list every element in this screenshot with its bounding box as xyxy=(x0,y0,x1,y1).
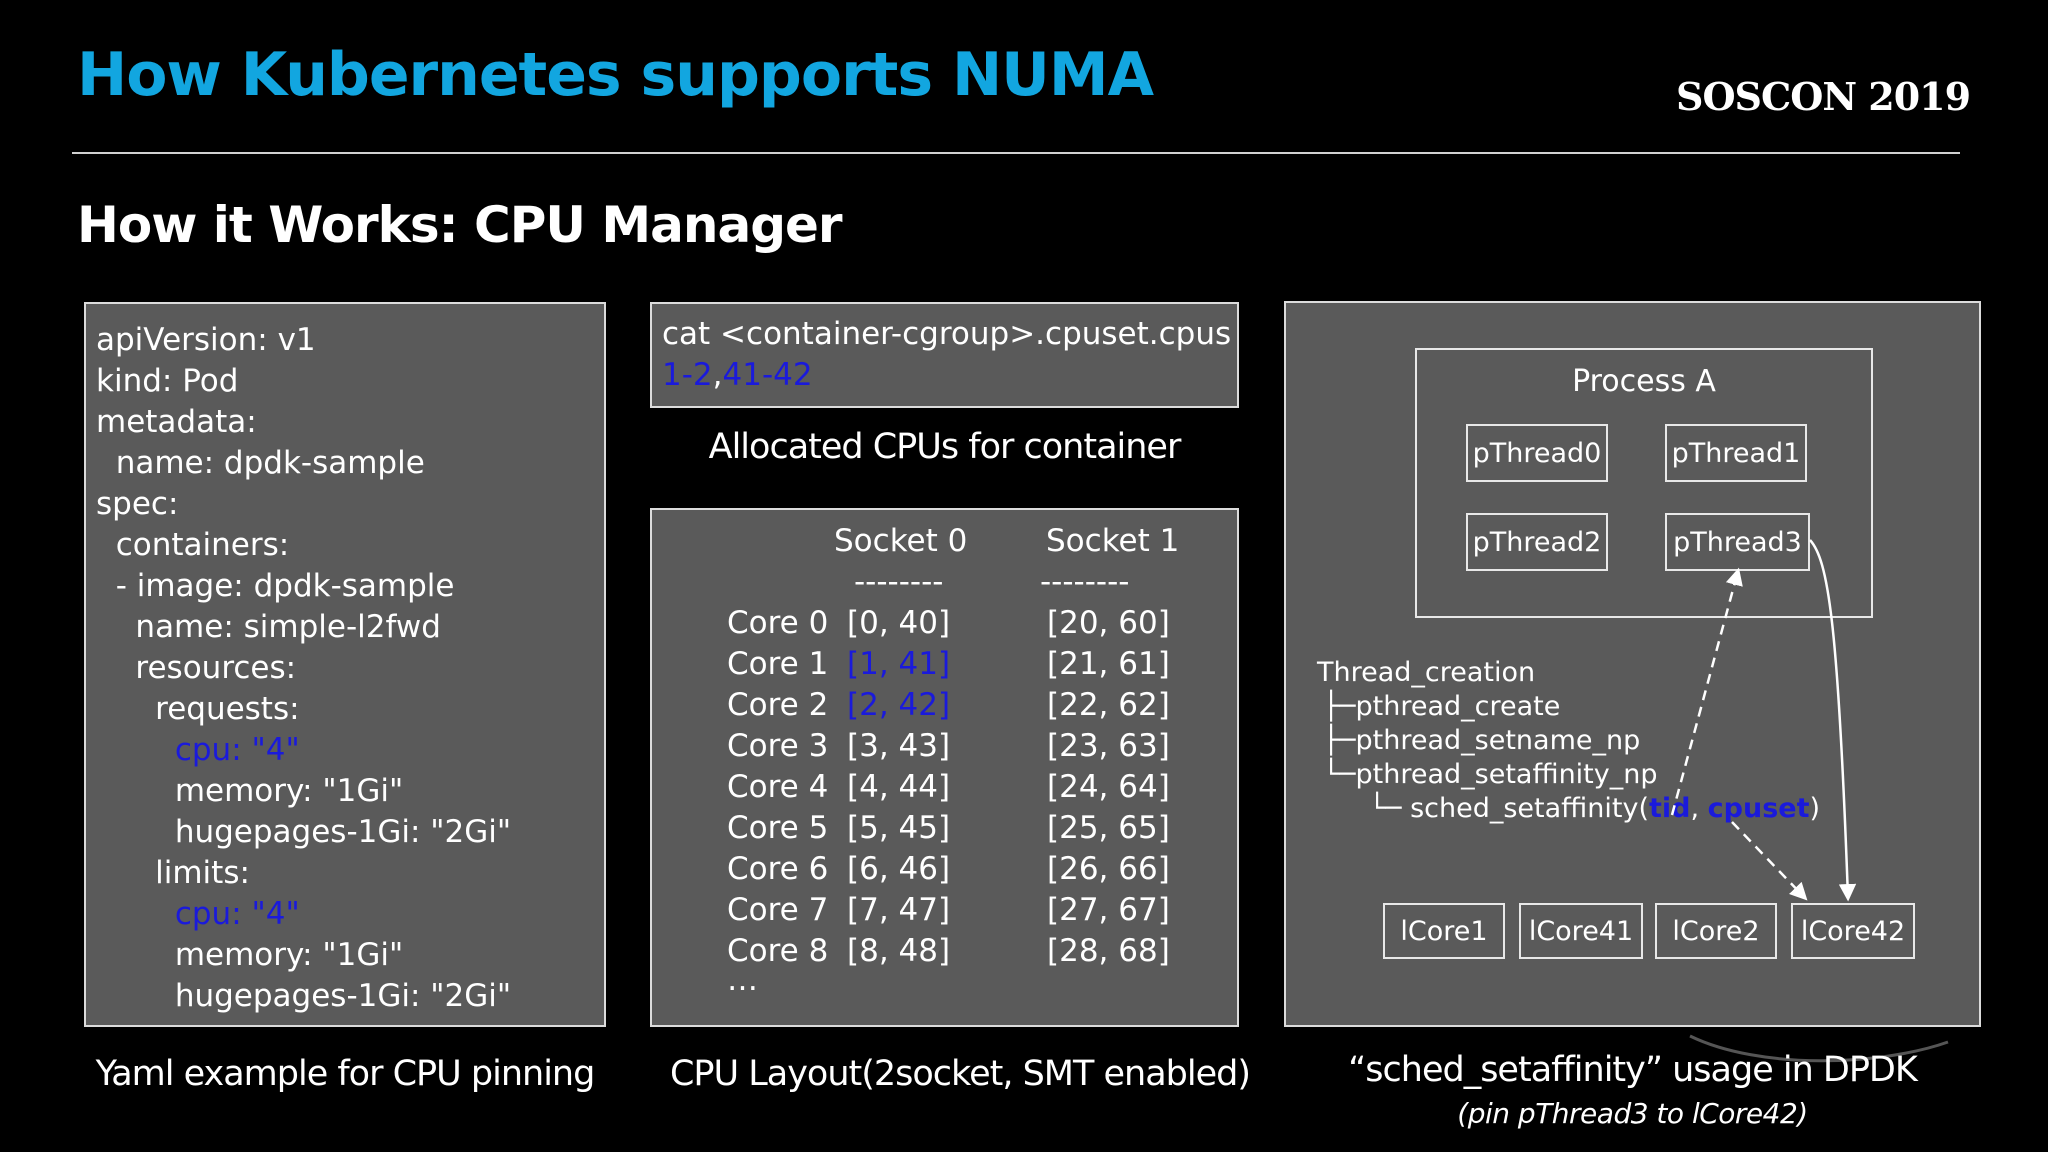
yaml-line: name: dpdk-sample xyxy=(96,445,425,481)
socket1-cpus: [21, 61] xyxy=(1047,646,1170,682)
socket0-cpus: [6, 46] xyxy=(847,851,951,887)
yaml-line: kind: Pod xyxy=(96,363,239,399)
core-box-3: lCore42 xyxy=(1791,903,1915,959)
socket0-cpus: [4, 44] xyxy=(847,769,951,805)
cpuset-command: cat <container-cgroup>.cpuset.cpus xyxy=(662,316,1232,352)
yaml-line: apiVersion: v1 xyxy=(96,322,316,358)
cpu-layout-panel: Socket 0 Socket 1 -------- -------- Core… xyxy=(650,508,1239,1027)
yaml-line: hugepages-1Gi: "2Gi" xyxy=(96,978,512,1014)
call-comma: , xyxy=(1690,793,1708,824)
yaml-line: cpu: "4" xyxy=(96,896,300,932)
dashed-arrow-to-core xyxy=(1731,821,1808,901)
socket1-cpus: [22, 62] xyxy=(1047,687,1170,723)
slide-subtitle: How it Works: CPU Manager xyxy=(77,196,843,254)
process-box: Process A xyxy=(1415,348,1873,618)
thread-box-0: pThread0 xyxy=(1466,424,1608,482)
core-box-1: lCore41 xyxy=(1519,903,1643,959)
tree-item-setname: ├─pthread_setname_np xyxy=(1323,725,1641,756)
socket1-cpus: [28, 68] xyxy=(1047,933,1170,969)
tree-item-create: ├─pthread_create xyxy=(1323,691,1561,722)
socket0-cpus: [8, 48] xyxy=(847,933,951,969)
call-prefix: └─ sched_setaffinity( xyxy=(1369,793,1649,824)
thread-box-2: pThread2 xyxy=(1466,513,1608,571)
socket0-cpus: [3, 43] xyxy=(847,728,951,764)
call-suffix: ) xyxy=(1809,793,1821,824)
core-label: Core 5 xyxy=(727,810,829,846)
yaml-line: limits: xyxy=(96,855,250,891)
socket1-cpus: [24, 64] xyxy=(1047,769,1170,805)
tree-root: Thread_creation xyxy=(1317,657,1536,688)
yaml-caption: Yaml example for CPU pinning xyxy=(95,1054,596,1094)
core-box-0: lCore1 xyxy=(1383,903,1505,959)
yaml-line: containers: xyxy=(96,527,290,563)
socket0-divider: -------- xyxy=(854,564,944,600)
core-label: Core 2 xyxy=(727,687,829,723)
cpuset-caption: Allocated CPUs for container xyxy=(708,427,1182,467)
core-label: Core 4 xyxy=(727,769,829,805)
socket1-cpus: [20, 60] xyxy=(1047,605,1170,641)
call-arg-tid: tid xyxy=(1649,793,1691,824)
socket0-cpus: [1, 41] xyxy=(847,646,951,682)
socket1-cpus: [23, 63] xyxy=(1047,728,1170,764)
yaml-line: cpu: "4" xyxy=(96,732,300,768)
core-label: Core 6 xyxy=(727,851,829,887)
yaml-line: name: simple-l2fwd xyxy=(96,609,441,645)
yaml-line: resources: xyxy=(96,650,297,686)
yaml-panel: apiVersion: v1 kind: Pod metadata: name: d… xyxy=(84,302,606,1027)
yaml-line: metadata: xyxy=(96,404,257,440)
yaml-line: memory: "1Gi" xyxy=(96,937,404,973)
yaml-line: requests: xyxy=(96,691,300,727)
cpuset-range-1: 1-2 xyxy=(662,357,713,393)
socket0-header: Socket 0 xyxy=(834,523,968,559)
socket1-cpus: [25, 65] xyxy=(1047,810,1170,846)
dpdk-caption: “sched_setaffinity” usage in DPDK xyxy=(1348,1050,1918,1090)
cpuset-panel: cat <container-cgroup>.cpuset.cpus 1-2,4… xyxy=(650,302,1239,408)
yaml-line: memory: "1Gi" xyxy=(96,773,404,809)
cpuset-separator: , xyxy=(712,357,723,393)
socket0-cpus: [2, 42] xyxy=(847,687,951,723)
yaml-line: hugepages-1Gi: "2Gi" xyxy=(96,814,512,850)
dpdk-subcaption: (pin pThread3 to lCore42) xyxy=(1457,1097,1808,1130)
core-label: Core 1 xyxy=(727,646,829,682)
socket1-divider: -------- xyxy=(1040,564,1130,600)
core-label: Core 8 xyxy=(727,933,829,969)
thread-box-1: pThread1 xyxy=(1665,424,1807,482)
slide-title: How Kubernetes supports NUMA xyxy=(77,40,1154,110)
socket0-cpus: [7, 47] xyxy=(847,892,951,928)
solid-arrow-thread-to-core xyxy=(1809,539,1857,902)
cpuset-range-2: 41-42 xyxy=(722,357,813,393)
thread-box-3: pThread3 xyxy=(1665,513,1810,571)
dashed-arrow-to-thread xyxy=(1670,567,1743,816)
core-label: Core 3 xyxy=(727,728,829,764)
title-divider xyxy=(72,152,1960,154)
core-list-ellipsis: … xyxy=(727,962,758,998)
yaml-line: spec: xyxy=(96,486,179,522)
brand-logo: SOSCON 2019 xyxy=(1676,74,1971,119)
socket1-cpus: [26, 66] xyxy=(1047,851,1170,887)
core-label: Core 7 xyxy=(727,892,829,928)
dpdk-panel: Process A pThread0 pThread1 pThread2 pTh… xyxy=(1284,301,1981,1027)
socket0-cpus: [0, 40] xyxy=(847,605,951,641)
process-label: Process A xyxy=(1572,364,1716,399)
cpuset-value: 1-2,41-42 xyxy=(662,357,813,393)
tree-call-sched-setaffinity: └─ sched_setaffinity(tid, cpuset) xyxy=(1369,793,1820,824)
caption-swoosh xyxy=(1689,1034,1949,1063)
yaml-line: - image: dpdk-sample xyxy=(96,568,455,604)
tree-item-setaffinity: └─pthread_setaffinity_np xyxy=(1323,759,1658,790)
socket1-header: Socket 1 xyxy=(1046,523,1180,559)
cpu-layout-caption: CPU Layout(2socket, SMT enabled) xyxy=(669,1054,1251,1094)
core-box-2: lCore2 xyxy=(1655,903,1777,959)
socket0-cpus: [5, 45] xyxy=(847,810,951,846)
call-arg-cpuset: cpuset xyxy=(1707,793,1810,824)
socket1-cpus: [27, 67] xyxy=(1047,892,1170,928)
core-label: Core 0 xyxy=(727,605,829,641)
